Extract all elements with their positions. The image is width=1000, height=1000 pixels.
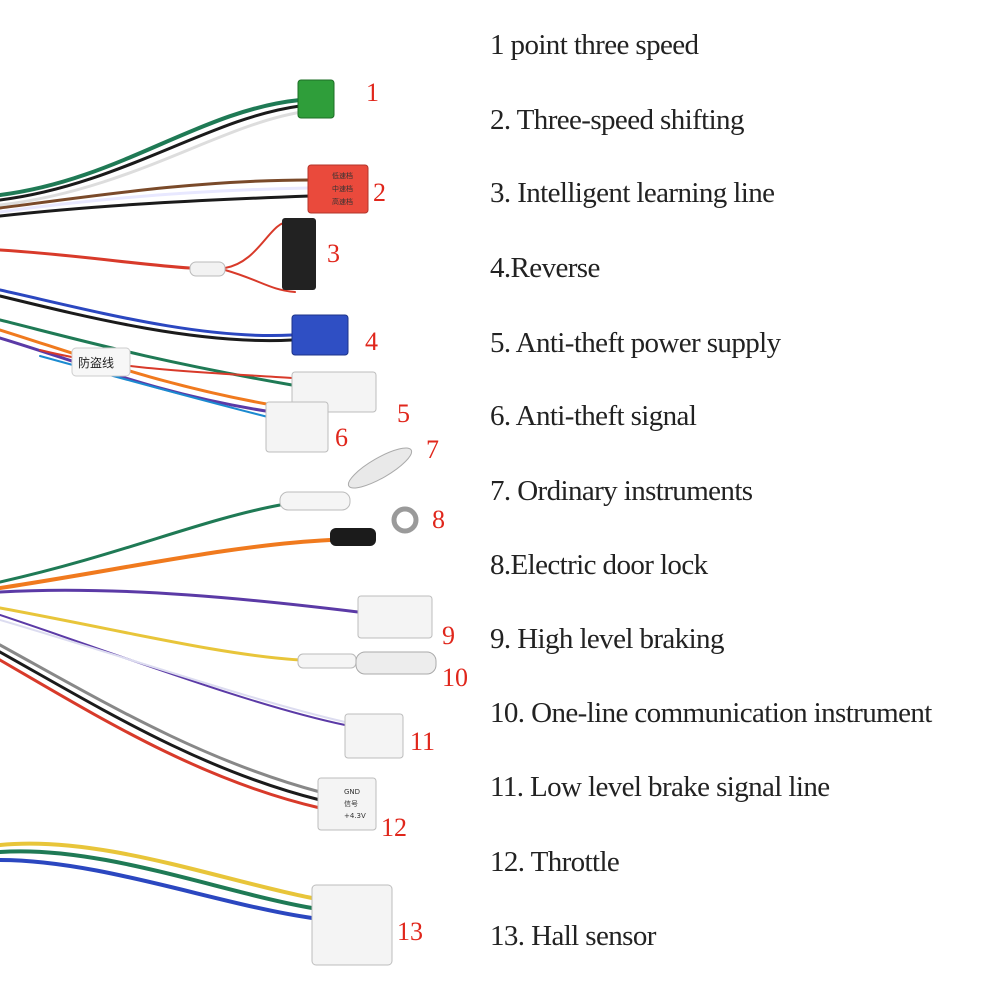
legend-item-9: 9. High level braking	[490, 623, 724, 655]
connector-9-white	[357, 595, 433, 639]
legend-item-7: 7. Ordinary instruments	[490, 475, 753, 507]
legend-item-5: 5. Anti-theft power supply	[490, 327, 781, 359]
connector-12-white	[317, 777, 377, 831]
connector-2-text-1: 低速档	[332, 171, 353, 180]
legend-item-6: 6. Anti-theft signal	[490, 400, 697, 432]
connector-11-white	[344, 713, 404, 759]
connector-12-text-3: +4.3V	[344, 812, 366, 820]
callout-12: 12	[381, 813, 407, 842]
callout-10: 10	[442, 663, 468, 692]
callout-4: 4	[365, 327, 378, 356]
connector-4-blue	[291, 314, 349, 356]
connector-6-white	[265, 401, 329, 453]
legend-item-8: 8.Electric door lock	[490, 549, 708, 581]
connector-2-text-3: 高速档	[332, 197, 353, 206]
legend-item-11: 11. Low level brake signal line	[490, 771, 830, 803]
connector-12-text-2: 信号	[344, 799, 358, 808]
connector-12-text-1: GND	[344, 788, 360, 796]
connector-2-red	[307, 164, 369, 214]
callout-9: 9	[442, 621, 455, 650]
wire-black	[0, 104, 302, 202]
legend-item-12: 12. Throttle	[490, 846, 620, 878]
callout-6: 6	[335, 423, 348, 452]
anti-theft-sleeve	[71, 347, 131, 377]
legend-item-2: 2. Three-speed shifting	[490, 104, 744, 136]
connector-2-text-2: 中速档	[332, 184, 353, 193]
callout-5: 5	[397, 399, 410, 428]
callout-1: 1	[366, 78, 379, 107]
connector-13-white	[311, 884, 393, 966]
connector-10-bullet	[355, 651, 437, 675]
anti-theft-sleeve-label: 防盗线	[78, 355, 114, 370]
callout-8: 8	[432, 505, 445, 534]
wiring-harness-illustration: 低速档 中速档 高速档 防盗线 GND 信号 +4.3V 1 2 3 4 5 6…	[0, 78, 468, 966]
callout-13: 13	[397, 917, 423, 946]
wire-white	[0, 110, 304, 207]
legend-item-4: 4.Reverse	[490, 252, 600, 284]
connector-1-green	[297, 79, 335, 119]
wire-green	[0, 98, 302, 197]
callout-3: 3	[327, 239, 340, 268]
connector-7-bullet	[347, 447, 413, 489]
callout-7: 7	[426, 435, 439, 464]
legend-item-1: 1 point three speed	[490, 29, 699, 61]
legend-item-3: 3. Intelligent learning line	[490, 177, 775, 209]
legend-item-13: 13. Hall sensor	[490, 920, 656, 952]
callout-11: 11	[410, 727, 435, 756]
legend-item-10: 10. One-line communication instrument	[490, 697, 932, 729]
connector-3-black	[282, 218, 316, 290]
connector-8-ring	[391, 506, 419, 534]
callout-2: 2	[373, 178, 386, 207]
